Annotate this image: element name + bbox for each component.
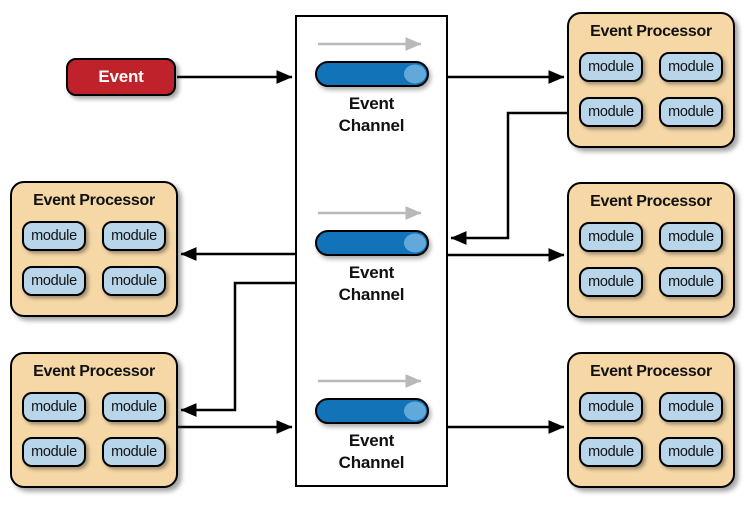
channel-label: Event Channel	[338, 431, 405, 472]
module-box: module	[659, 437, 723, 467]
channel-cylinder	[314, 398, 429, 424]
event-channel-1: Event Channel	[297, 37, 446, 137]
module-box: module	[22, 392, 86, 422]
arrow-channel-2-to-processor-bottom-left	[180, 281, 295, 417]
event-channel-container: Event Channel Event Channel Event Channe…	[295, 15, 448, 487]
cylinder-cap	[403, 64, 426, 84]
processor-title: Event Processor	[590, 23, 712, 40]
event-node: Event	[66, 58, 176, 96]
module-box: module	[659, 52, 723, 82]
module-grid: module module module module	[12, 392, 176, 467]
module-box: module	[579, 52, 643, 82]
channel-label: Event Channel	[338, 94, 405, 135]
module-box: module	[102, 221, 166, 251]
module-box: module	[102, 437, 166, 467]
module-box: module	[22, 437, 86, 467]
module-box: module	[579, 392, 643, 422]
module-grid: module module module module	[569, 222, 733, 297]
event-processor-middle-left: Event Processor module module module mod…	[10, 181, 178, 317]
event-processor-bottom-right: Event Processor module module module mod…	[567, 352, 735, 488]
module-box: module	[579, 97, 643, 127]
cylinder-cap	[403, 401, 426, 421]
module-box: module	[659, 392, 723, 422]
module-box: module	[659, 267, 723, 297]
module-grid: module module module module	[569, 52, 733, 127]
flow-direction-arrow-icon	[317, 206, 422, 220]
event-channel-2: Event Channel	[297, 206, 446, 306]
flow-direction-arrow-icon	[317, 374, 422, 388]
module-box: module	[659, 97, 723, 127]
event-label: Event	[98, 67, 144, 86]
arrow-processor-top-right-to-channel-2	[450, 111, 567, 245]
flow-direction-arrow-icon	[317, 37, 422, 51]
event-processor-bottom-left: Event Processor module module module mod…	[10, 352, 178, 488]
module-box: module	[22, 221, 86, 251]
module-box: module	[659, 222, 723, 252]
cylinder-cap	[403, 233, 426, 253]
module-box: module	[102, 266, 166, 296]
event-channel-3: Event Channel	[297, 374, 446, 474]
event-processor-middle-right: Event Processor module module module mod…	[567, 182, 735, 318]
processor-title: Event Processor	[590, 363, 712, 380]
channel-cylinder	[314, 230, 429, 256]
channel-cylinder	[314, 61, 429, 87]
channel-label: Event Channel	[338, 263, 405, 304]
module-box: module	[579, 222, 643, 252]
module-box: module	[579, 267, 643, 297]
event-processor-top-right: Event Processor module module module mod…	[567, 12, 735, 148]
module-box: module	[102, 392, 166, 422]
module-box: module	[579, 437, 643, 467]
processor-title: Event Processor	[33, 363, 155, 380]
module-box: module	[22, 266, 86, 296]
module-grid: module module module module	[569, 392, 733, 467]
module-grid: module module module module	[12, 221, 176, 296]
processor-title: Event Processor	[590, 193, 712, 210]
processor-title: Event Processor	[33, 192, 155, 209]
